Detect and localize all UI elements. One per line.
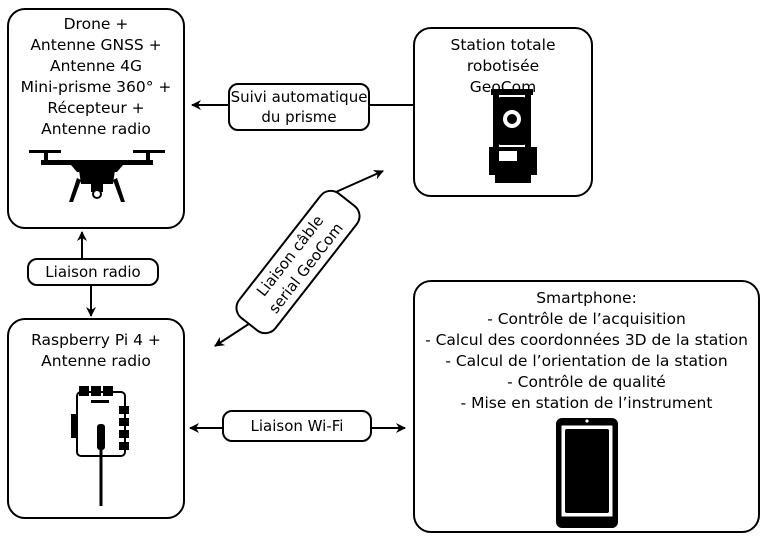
tracking-link-label: Suivi automatique du prisme <box>228 83 370 131</box>
smartphone-line-2: - Contrôle de l’acquisition <box>487 310 686 328</box>
drone-icon <box>29 150 165 202</box>
total-station-icon <box>489 89 537 183</box>
smartphone-line-1: Smartphone: <box>536 289 637 307</box>
drone-line-5: Récepteur + <box>47 99 145 117</box>
smartphone-line-6: - Mise en station de l’instrument <box>460 394 713 412</box>
smartphone-line-5: - Contrôle de qualité <box>507 373 666 391</box>
smartphone-box: Smartphone: - Contrôle de l’acquisition … <box>413 280 760 533</box>
radio-link-label: Liaison radio <box>27 258 159 286</box>
drone-line-2: Antenne GNSS + <box>30 36 162 54</box>
total-station-box: Station totale robotisée GeoCom <box>413 27 593 197</box>
wifi-link-label: Liaison Wi-Fi <box>222 410 372 442</box>
smartphone-line-4: - Calcul de l’orientation de la station <box>445 352 728 370</box>
drone-line-6: Antenne radio <box>41 120 151 138</box>
smartphone-icon <box>556 418 618 528</box>
radio-link-text: Liaison radio <box>45 263 141 281</box>
wifi-link-text: Liaison Wi-Fi <box>250 417 344 435</box>
drone-line-1: Drone + <box>63 15 129 33</box>
drone-line-4: Mini-prisme 360° + <box>20 78 172 96</box>
raspberry-line-2: Antenne radio <box>41 352 151 370</box>
tracking-line-2: du prisme <box>261 108 337 126</box>
tracking-line-1: Suivi automatique <box>230 88 368 106</box>
drone-box: Drone + Antenne GNSS + Antenne 4G Mini-p… <box>7 8 185 229</box>
raspberry-pi-icon <box>71 386 129 506</box>
raspberry-line-1: Raspberry Pi 4 + <box>31 331 161 349</box>
station-line-1: Station totale robotisée <box>450 36 556 75</box>
raspberry-box: Raspberry Pi 4 + Antenne radio <box>7 318 185 519</box>
smartphone-line-3: - Calcul des coordonnées 3D de la statio… <box>425 331 748 349</box>
drone-line-3: Antenne 4G <box>49 57 143 75</box>
